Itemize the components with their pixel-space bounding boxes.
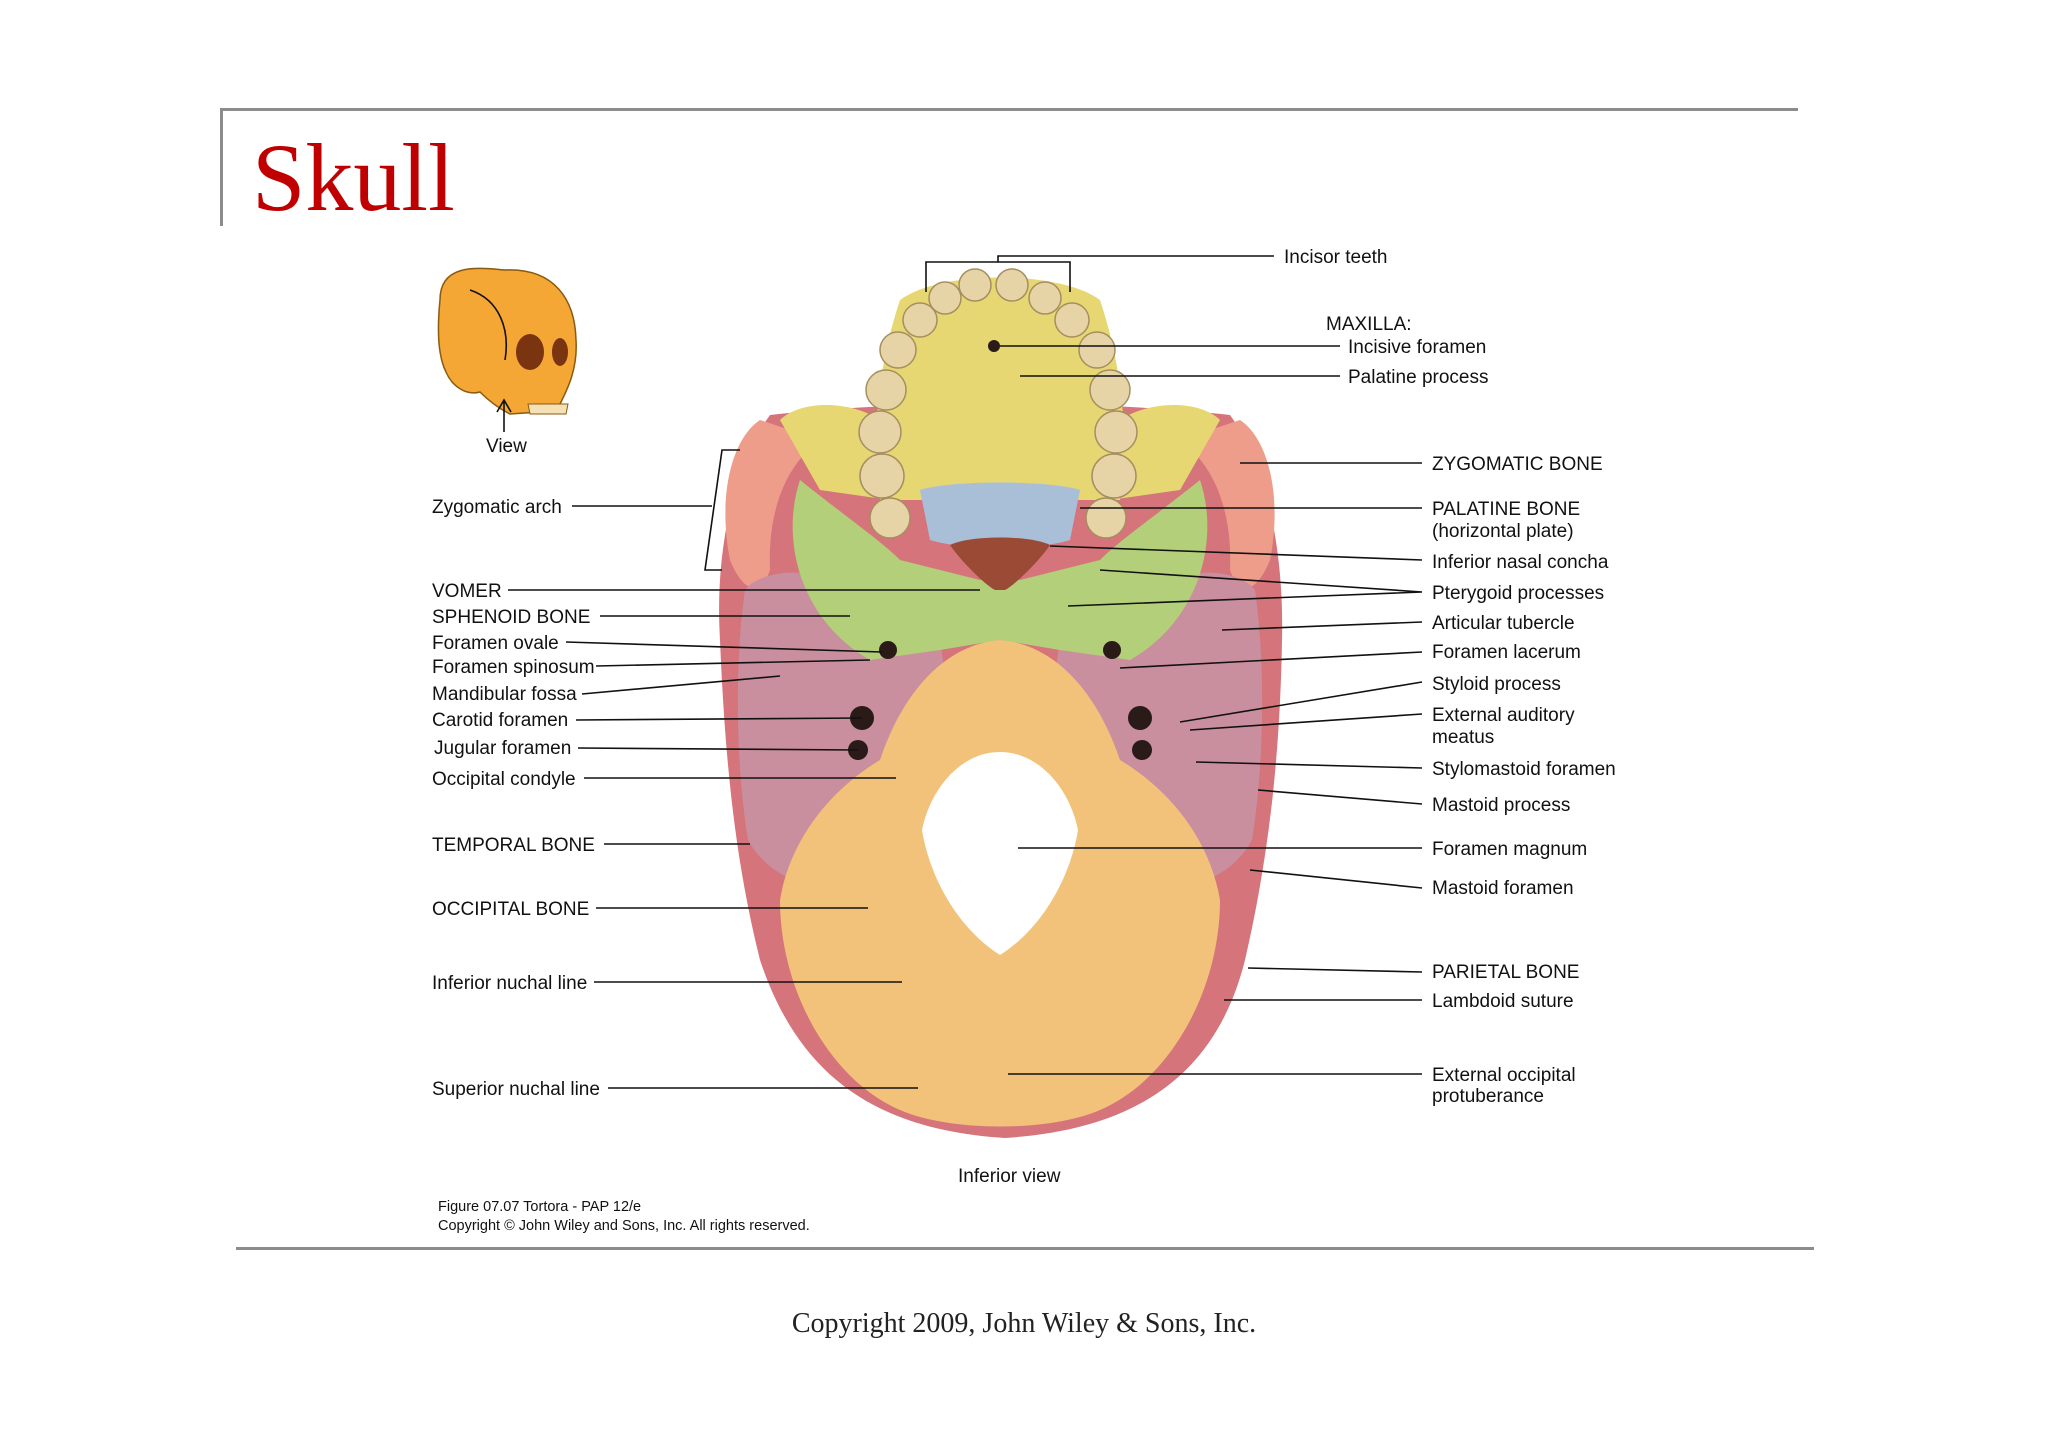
label-external-auditory-meatus-2: meatus bbox=[1432, 727, 1494, 748]
foramina-marks bbox=[848, 340, 1152, 760]
zygomatic-bone-right bbox=[1180, 420, 1275, 589]
label-articular-tubercle: Articular tubercle bbox=[1432, 613, 1575, 634]
label-pterygoid-processes: Pterygoid processes bbox=[1432, 583, 1604, 604]
label-carotid-foramen: Carotid foramen bbox=[432, 710, 568, 731]
label-stylomastoid-foramen: Stylomastoid foramen bbox=[1432, 759, 1616, 780]
slide-left-rule bbox=[220, 108, 223, 226]
label-zygomatic-bone: ZYGOMATIC BONE bbox=[1432, 454, 1603, 475]
orientation-skull-icon bbox=[437, 267, 577, 415]
figure-credit-line-1: Figure 07.07 Tortora - PAP 12/e bbox=[438, 1199, 641, 1215]
label-mastoid-foramen: Mastoid foramen bbox=[1432, 878, 1574, 899]
label-external-occipital-protuberance-2: protuberance bbox=[1432, 1086, 1544, 1107]
label-jugular-foramen: Jugular foramen bbox=[434, 738, 571, 759]
label-incisor-teeth: Incisor teeth bbox=[1284, 247, 1388, 268]
sphenoid-bone-region bbox=[792, 480, 1208, 660]
label-palatine-bone-subtitle: (horizontal plate) bbox=[1432, 521, 1574, 542]
label-temporal-bone: TEMPORAL BONE bbox=[432, 835, 595, 856]
foramen-magnum-shape bbox=[922, 752, 1078, 955]
label-lambdoid-suture: Lambdoid suture bbox=[1432, 991, 1574, 1012]
vomer-region bbox=[950, 537, 1050, 590]
label-foramen-magnum: Foramen magnum bbox=[1432, 839, 1587, 860]
label-maxilla: MAXILLA: bbox=[1326, 314, 1412, 335]
label-foramen-spinosum: Foramen spinosum bbox=[432, 657, 595, 678]
label-zygomatic-arch: Zygomatic arch bbox=[432, 497, 562, 518]
label-sphenoid-bone: SPHENOID BONE bbox=[432, 607, 590, 628]
label-foramen-ovale: Foramen ovale bbox=[432, 633, 559, 654]
palatine-bone-region bbox=[920, 482, 1080, 548]
slide-footer-copyright: Copyright 2009, John Wiley & Sons, Inc. bbox=[791, 1308, 1257, 1339]
slide-bottom-rule bbox=[236, 1247, 1814, 1250]
skull-illustration bbox=[719, 268, 1283, 1138]
label-vomer: VOMER bbox=[432, 581, 502, 602]
slide-title: Skull bbox=[252, 124, 455, 231]
label-palatine-bone: PALATINE BONE bbox=[1432, 499, 1580, 520]
label-mastoid-process: Mastoid process bbox=[1432, 795, 1570, 816]
label-styloid-process: Styloid process bbox=[1432, 674, 1561, 695]
figure-caption: Inferior view bbox=[958, 1166, 1061, 1187]
zygomatic-bone-left bbox=[725, 420, 820, 589]
label-palatine-process: Palatine process bbox=[1348, 367, 1488, 388]
label-external-auditory-meatus: External auditory bbox=[1432, 705, 1575, 726]
label-parietal-bone: PARIETAL BONE bbox=[1432, 962, 1579, 983]
slide-top-rule bbox=[220, 108, 1798, 111]
label-incisive-foramen: Incisive foramen bbox=[1348, 337, 1486, 358]
label-foramen-lacerum: Foramen lacerum bbox=[1432, 642, 1581, 663]
label-external-occipital-protuberance: External occipital bbox=[1432, 1065, 1576, 1086]
label-occipital-bone: OCCIPITAL BONE bbox=[432, 899, 589, 920]
left-leader-lines bbox=[508, 449, 980, 1089]
label-occipital-condyle: Occipital condyle bbox=[432, 769, 576, 790]
view-label: View bbox=[486, 436, 527, 457]
label-inferior-nasal-concha: Inferior nasal concha bbox=[1432, 552, 1609, 573]
figure-credit-line-2: Copyright © John Wiley and Sons, Inc. Al… bbox=[438, 1218, 810, 1234]
label-mandibular-fossa: Mandibular fossa bbox=[432, 684, 577, 705]
label-superior-nuchal-line: Superior nuchal line bbox=[432, 1079, 600, 1100]
view-arrow bbox=[496, 398, 512, 432]
right-leader-lines bbox=[925, 255, 1423, 1075]
label-inferior-nuchal-line: Inferior nuchal line bbox=[432, 973, 587, 994]
